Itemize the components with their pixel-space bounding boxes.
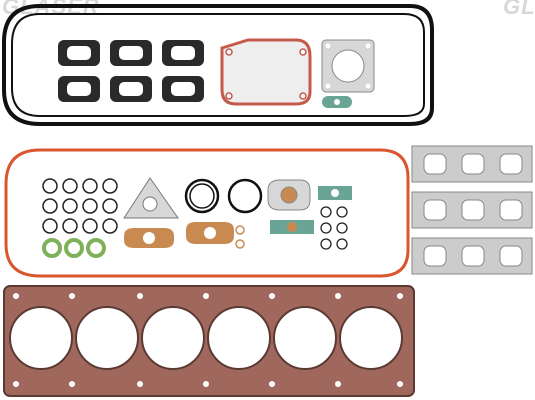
cylinder-bore bbox=[9, 306, 73, 370]
flange-gasket-gray bbox=[321, 39, 375, 93]
cylinder-bore bbox=[339, 306, 403, 370]
o-ring-grid-small bbox=[320, 206, 348, 250]
manifold-gasket bbox=[58, 76, 100, 102]
small-copper-rings bbox=[235, 225, 245, 249]
manifold-gasket bbox=[162, 40, 204, 66]
timing-cover-gasket bbox=[220, 38, 312, 106]
cylinder-bore bbox=[141, 306, 205, 370]
o-ring-grid-black bbox=[42, 178, 118, 234]
exhaust-manifold-gasket bbox=[411, 191, 533, 229]
head-gasket-bores bbox=[9, 306, 403, 370]
cylinder-bore bbox=[75, 306, 139, 370]
exhaust-manifold-gasket bbox=[411, 237, 533, 275]
manifold-gasket bbox=[110, 76, 152, 102]
watermark-right: GL bbox=[503, 0, 535, 19]
manifold-gasket bbox=[58, 40, 100, 66]
manifold-gasket bbox=[110, 40, 152, 66]
manifold-gasket bbox=[162, 76, 204, 102]
turbo-gaskets bbox=[267, 179, 352, 234]
triangular-gasket-gray bbox=[123, 177, 179, 219]
green-rings bbox=[42, 238, 106, 258]
exhaust-manifold-gaskets bbox=[411, 145, 533, 275]
copper-gaskets bbox=[124, 222, 234, 248]
manifold-gaskets bbox=[58, 40, 204, 102]
large-o-rings bbox=[184, 178, 263, 214]
cylinder-bore bbox=[273, 306, 337, 370]
cylinder-bore bbox=[207, 306, 271, 370]
small-teal-gasket bbox=[322, 96, 352, 108]
head-gasket-holes bbox=[13, 293, 403, 387]
exhaust-manifold-gasket bbox=[411, 145, 533, 183]
sump-gasket-red bbox=[4, 148, 410, 278]
valve-cover-gasket-black bbox=[1, 3, 434, 126]
cylinder-head-gasket bbox=[3, 285, 415, 397]
